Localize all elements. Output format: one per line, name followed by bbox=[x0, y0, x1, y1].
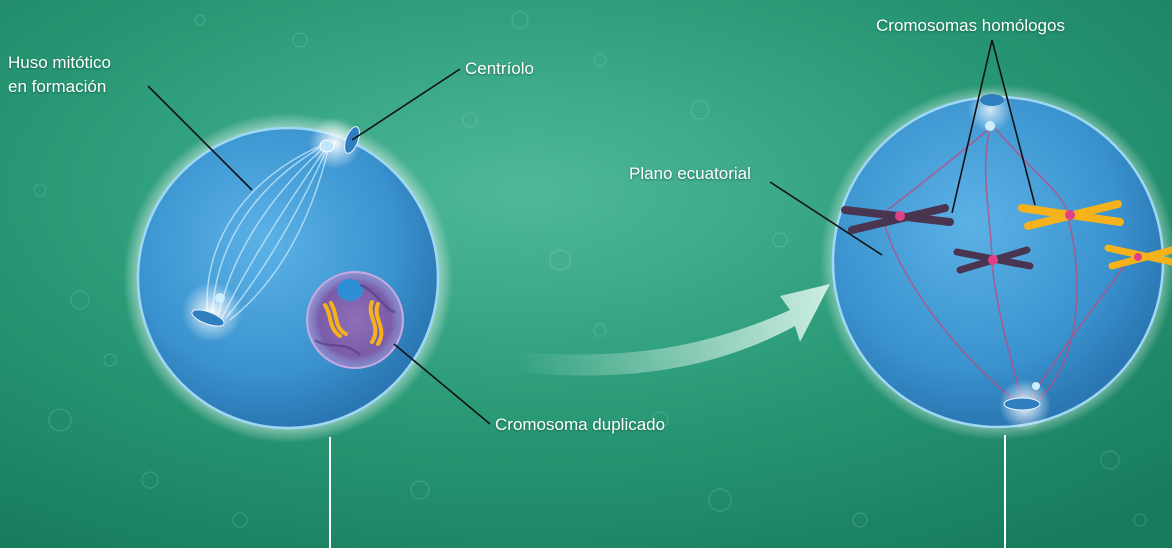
centriole-lower bbox=[182, 282, 242, 342]
centriole-top bbox=[968, 88, 1012, 132]
label-huso-mitotico: Huso mitótico en formación bbox=[8, 51, 111, 99]
label-huso-line1: Huso mitótico bbox=[8, 51, 111, 75]
cell-metaphase bbox=[820, 84, 1172, 440]
label-cromosoma-duplicado: Cromosoma duplicado bbox=[495, 413, 665, 437]
label-plano-ecuatorial: Plano ecuatorial bbox=[629, 162, 751, 186]
centriole-bottom bbox=[999, 379, 1051, 431]
cell-prophase bbox=[123, 113, 453, 443]
nucleus bbox=[307, 272, 403, 368]
label-centriolo: Centríolo bbox=[465, 57, 534, 81]
label-huso-line2: en formación bbox=[8, 75, 111, 99]
label-cromosomas-homologos: Cromosomas homólogos bbox=[876, 14, 1065, 38]
